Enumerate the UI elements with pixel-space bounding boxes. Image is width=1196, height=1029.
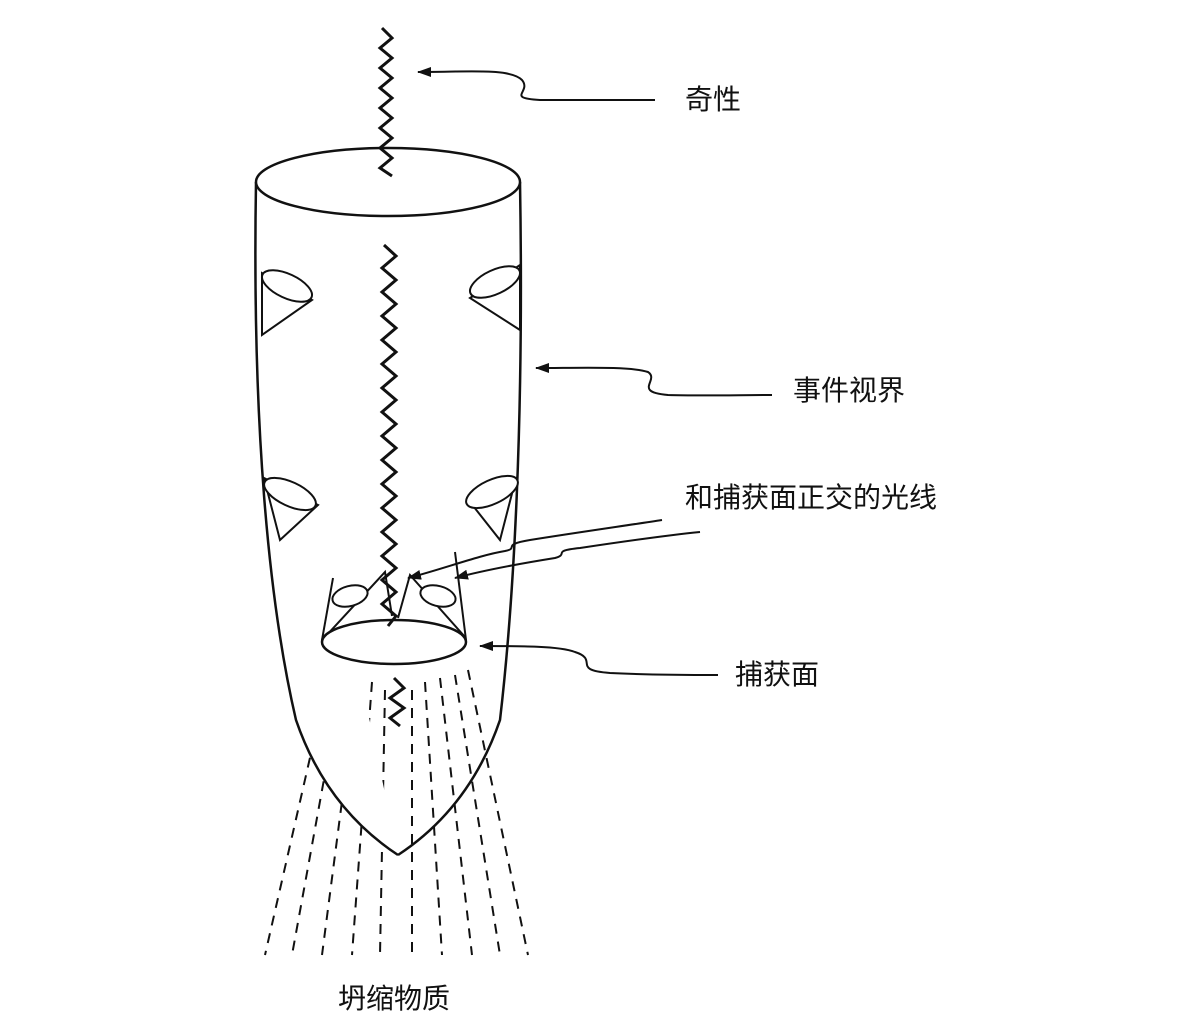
singularity-label: 奇性 <box>685 83 742 116</box>
event-horizon-shape <box>254 146 523 857</box>
pointer-lines <box>407 66 773 676</box>
singularity-zigzag <box>377 26 407 728</box>
trapped-surface-label: 捕获面 <box>735 658 820 691</box>
trapped-surface <box>320 618 468 666</box>
orthogonal-rays-label: 和捕获面正交的光线 <box>685 481 938 514</box>
event-horizon-label: 事件视界 <box>793 374 906 407</box>
light-cones <box>261 263 521 543</box>
collapsing-matter-label: 坍缩物质 <box>338 982 451 1015</box>
trapped-surface-group <box>320 551 468 666</box>
